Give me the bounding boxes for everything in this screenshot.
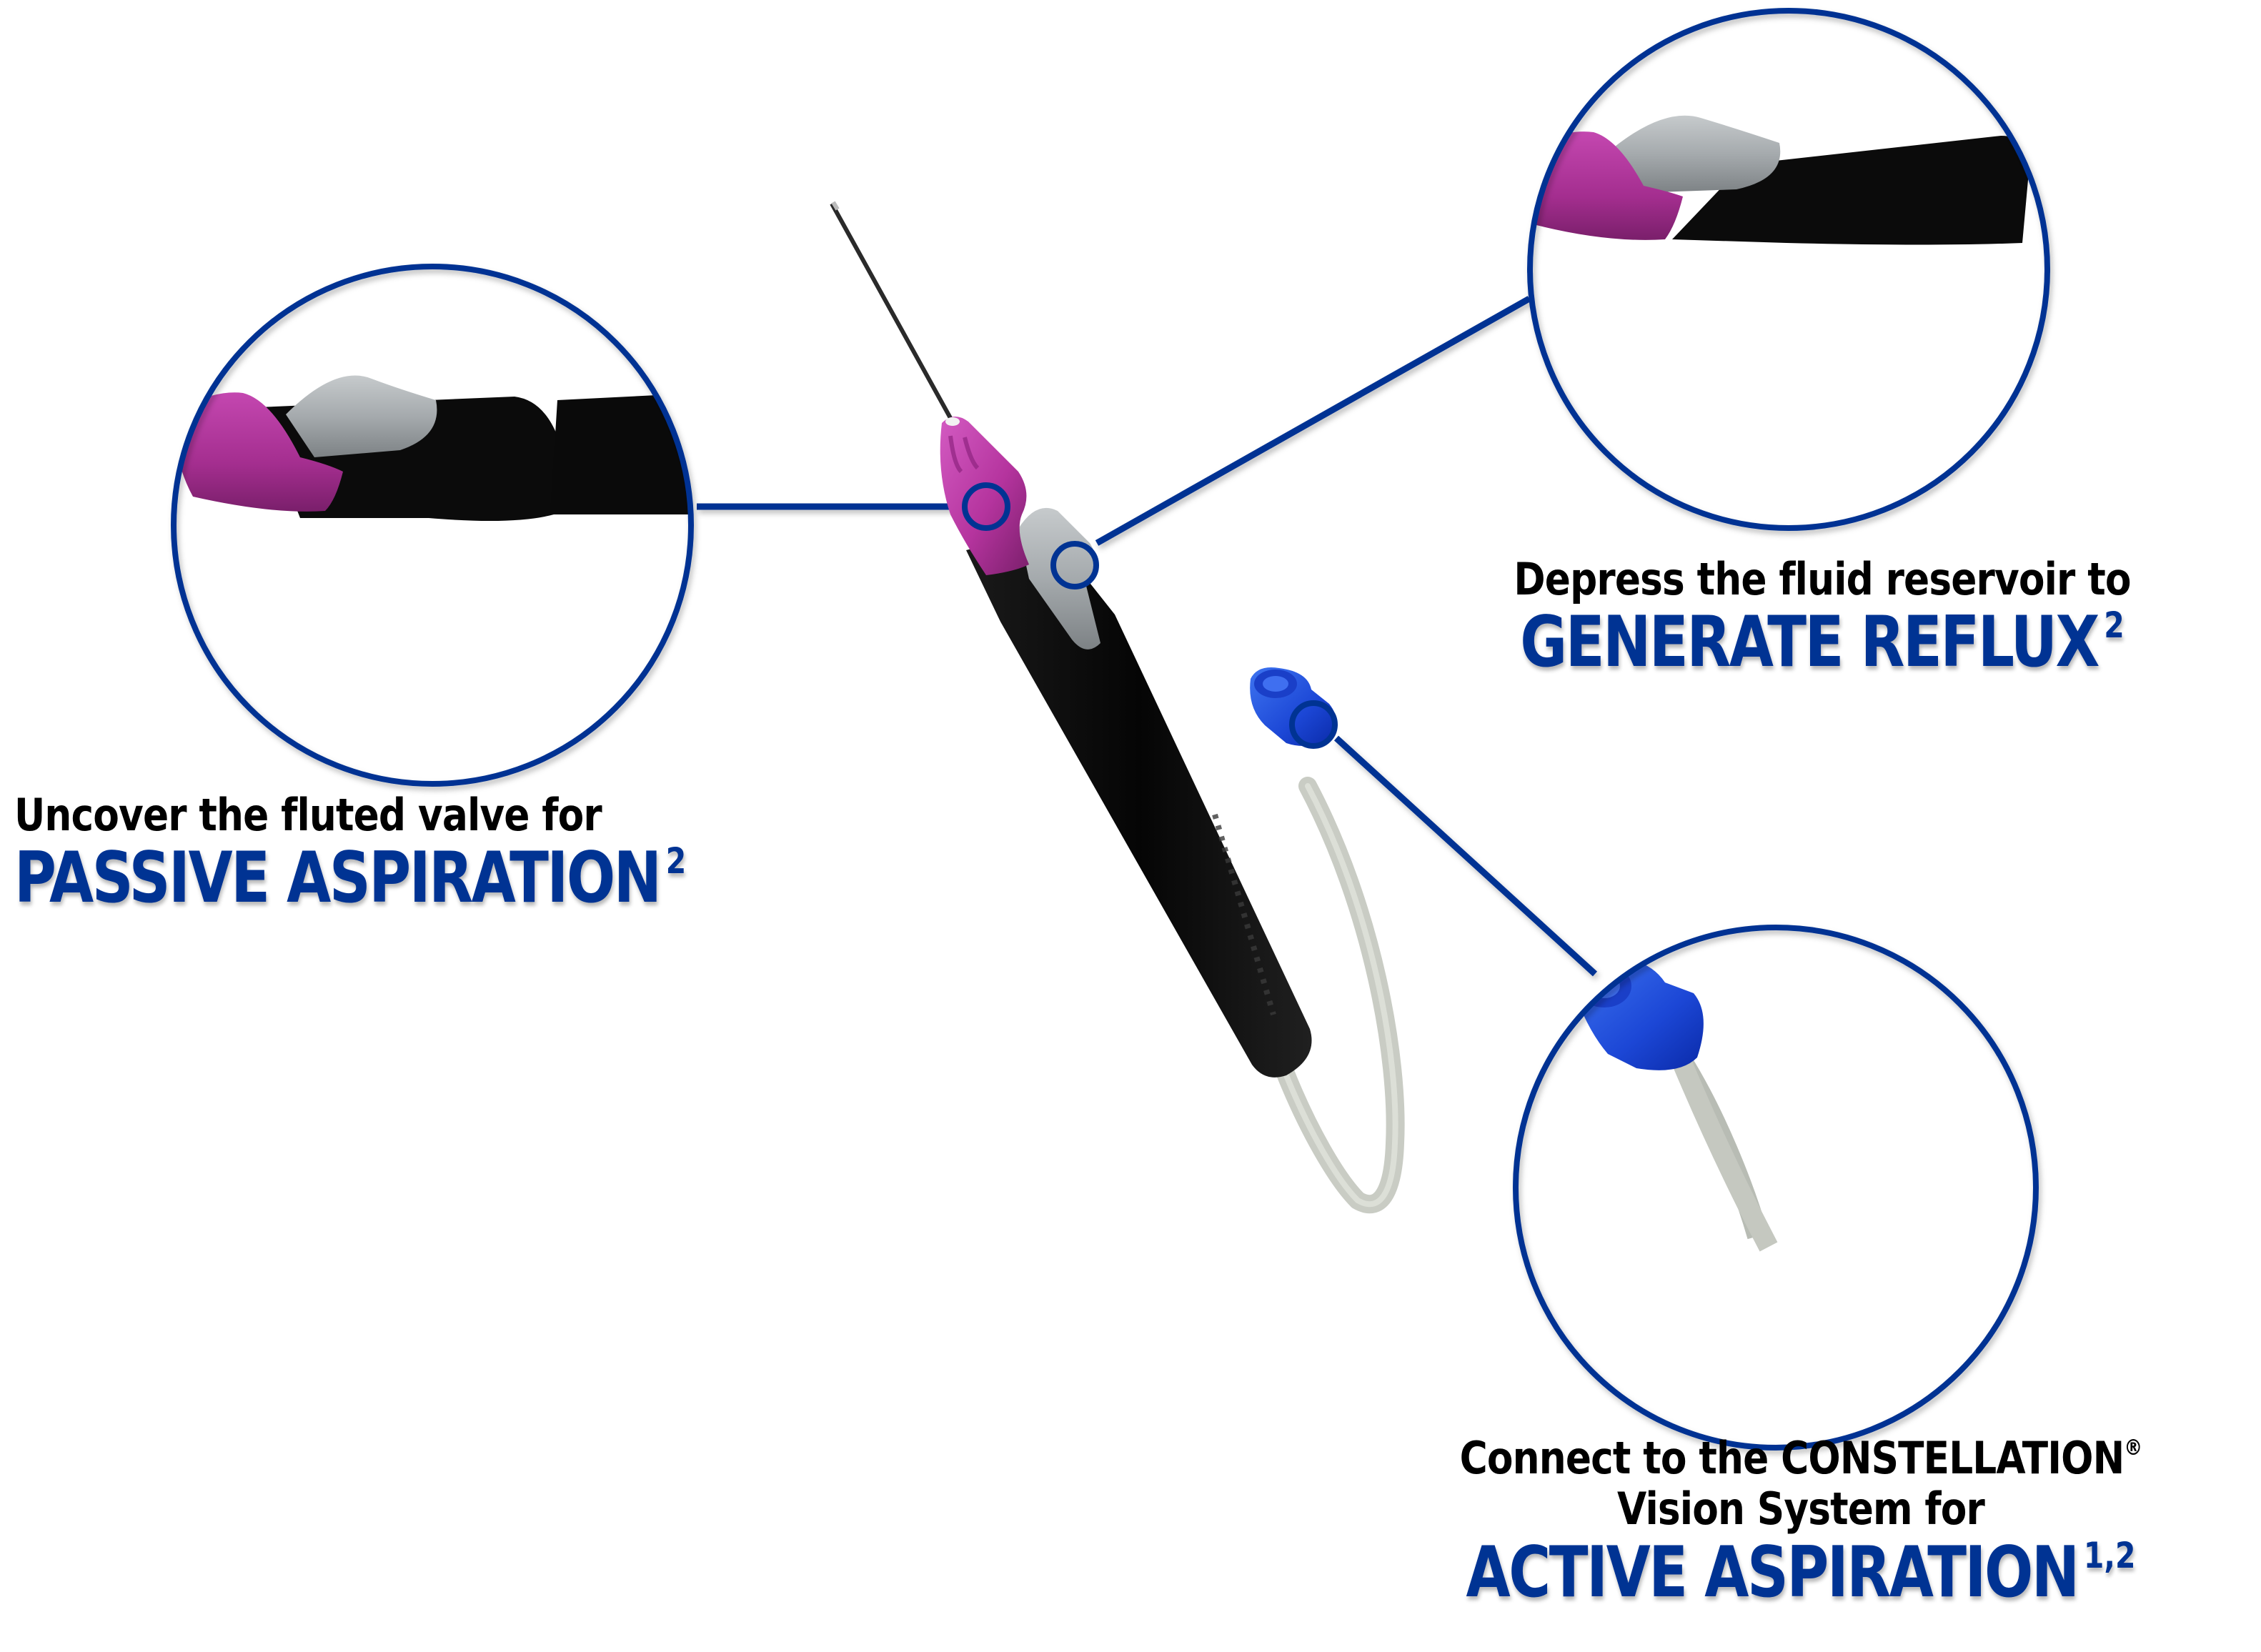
leader-line-active [1333,735,1598,977]
leader-line-reflux [1095,296,1531,546]
needle [830,202,956,426]
caption-lead-line2: Vision System for [1617,1483,1985,1536]
headline-text: ACTIVE ASPIRATION [1466,1531,2080,1613]
caption-lead: Uncover the fluted valve for [14,789,602,841]
grip-texture [1212,813,1276,1016]
closeup-passive [171,264,694,787]
blue-connector [1250,667,1336,746]
closeup-active [1513,925,2039,1451]
caption-generate-reflux: Depress the fluid reservoir to GENERATE … [1401,554,2244,682]
caption-lead-line1: Connect to the CONSTELLATION® [1408,1433,2195,1483]
footnote-ref: 1,2 [2083,1534,2136,1576]
footnote-ref: 2 [2104,604,2125,647]
target-rings [962,482,1338,749]
headline-text: PASSIVE ASPIRATION [14,837,662,920]
headline-text: GENERATE REFLUX [1520,602,2100,684]
fluted-valve-hub [940,416,1029,575]
handle-body [966,529,1312,1078]
caption-lead: Depress the fluid reservoir to [1514,553,2131,605]
reservoir-closeup [286,375,437,457]
hub-closeup [175,392,343,512]
footnote-ref: 2 [665,840,687,882]
caption-passive-aspiration: Uncover the fluted valve for PASSIVE ASP… [14,790,800,917]
registered-mark: ® [2124,1435,2142,1461]
caption-active-aspiration: Connect to the CONSTELLATION® Vision Sys… [1343,1433,2258,1611]
target-ring-reservoir [1050,541,1099,589]
target-ring-connector [1289,700,1338,749]
leader-lines [697,296,1598,977]
closeup-reflux [1527,8,2050,531]
lead-text: Connect to the CONSTELLATION [1459,1432,2125,1484]
target-ring-valve [962,482,1010,531]
